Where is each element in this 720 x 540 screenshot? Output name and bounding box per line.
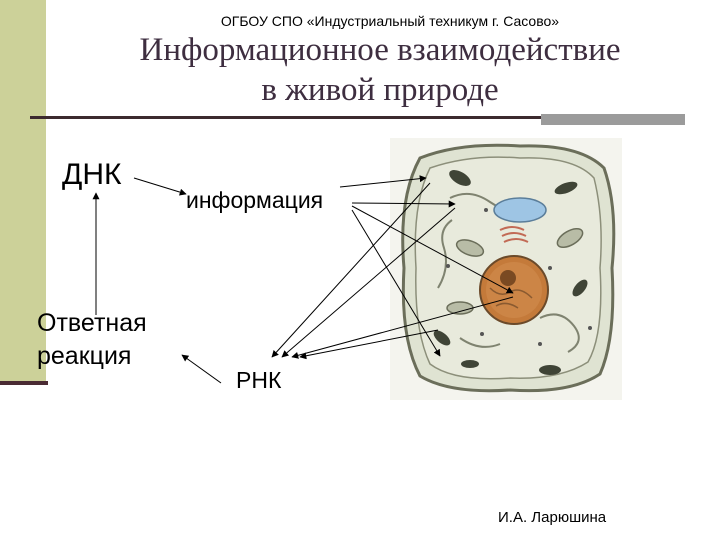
left-decorative-band xyxy=(0,0,46,383)
response-label-line-1: Ответная xyxy=(37,309,147,337)
left-band-rule xyxy=(0,381,48,385)
slide-title-line-1: Информационное взаимодействие xyxy=(139,32,621,68)
arrow-dna-to-information xyxy=(133,177,187,196)
response-label: Ответная реакция xyxy=(37,307,197,373)
slide-title: Информационное взаимодействие в живой пр… xyxy=(40,30,720,110)
response-label-line-2: реакция xyxy=(37,342,132,370)
slide-title-line-2: в живой природе xyxy=(261,72,499,108)
title-divider xyxy=(30,116,684,119)
institution-name: ОГБОУ СПО «Индустриальный техникум г. Са… xyxy=(220,13,560,29)
cell-icon xyxy=(390,138,622,400)
rna-label: РНК xyxy=(236,367,282,393)
author-name: И.А. Ларюшина xyxy=(498,509,607,526)
title-divider-accent xyxy=(541,114,685,125)
dna-label: ДНК xyxy=(62,158,122,191)
information-label: информация xyxy=(186,187,324,213)
